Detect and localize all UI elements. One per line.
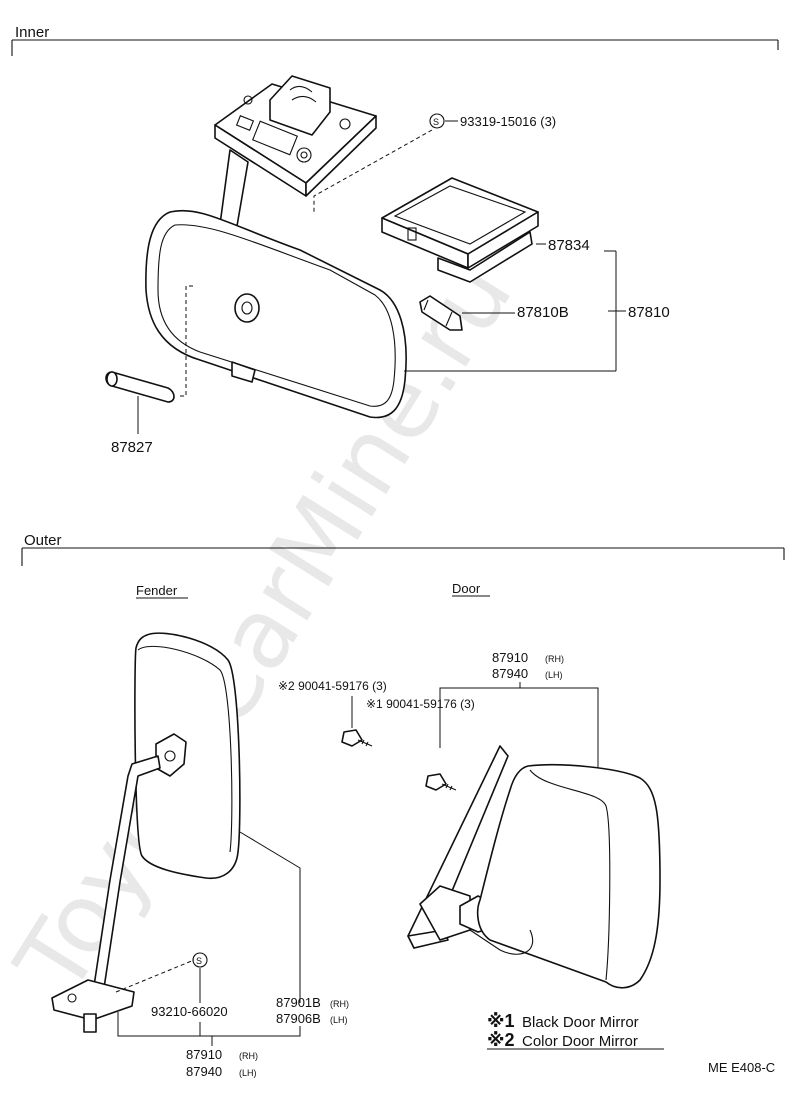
fender-mirror-rh-part-number: 87901B: [276, 995, 321, 1010]
door-heading: Door: [452, 581, 481, 596]
door-assy-lh-part-number: 87940: [492, 666, 528, 681]
door-screw-1-part-number: ※1 90041-59176 (3): [366, 697, 475, 711]
screw-callout-inner: S 93319-15016 (3): [313, 113, 556, 212]
inner-heading: Inner: [15, 24, 49, 41]
note-2-text: Color Door Mirror: [522, 1033, 638, 1050]
figure-code: ME E408-C: [708, 1060, 775, 1075]
svg-text:(RH): (RH): [545, 654, 564, 664]
door-assy-rh-part-number: 87910: [492, 650, 528, 665]
svg-text:(LH): (LH): [330, 1015, 348, 1025]
svg-text:(LH): (LH): [239, 1068, 257, 1078]
cover-piece: 87827: [105, 285, 196, 456]
fender-mirror: S 93210-66020 87901B (RH) 87906B (LH) 87…: [51, 632, 349, 1079]
fender-heading: Fender: [136, 583, 178, 598]
mirror-mount-bracket: [214, 75, 377, 197]
inner-section: Inner: [11, 24, 779, 456]
inner-rearview-mirror: [145, 209, 407, 419]
fender-assy-rh-part-number: 87910: [186, 1047, 222, 1062]
legend-notes: ※1 Black Door Mirror ※2 Color Door Mirro…: [487, 1011, 664, 1050]
bulb-part-number: 87810B: [517, 304, 569, 321]
svg-text:S: S: [196, 956, 202, 966]
svg-text:(LH): (LH): [545, 670, 563, 680]
lamp-cover: [381, 177, 539, 283]
screw-icon: [425, 773, 457, 791]
svg-text:(RH): (RH): [330, 999, 349, 1009]
s-mark-icon: [192, 952, 208, 968]
cover-part-number: 87827: [111, 439, 153, 456]
note-2-mark: ※2: [487, 1030, 515, 1050]
screw-icon: [341, 729, 373, 747]
svg-text:S: S: [433, 117, 439, 127]
screw-part-number: 93319-15016 (3): [460, 114, 556, 129]
fender-mirror-lh-part-number: 87906B: [276, 1011, 321, 1026]
door-mirror: 87910 (RH) 87940 (LH) ※2 90041-59176 (3)…: [278, 650, 661, 989]
svg-text:(RH): (RH): [239, 1051, 258, 1061]
note-1-text: Black Door Mirror: [522, 1014, 639, 1031]
fender-screw-part-number: 93210-66020: [151, 1004, 228, 1019]
note-1-mark: ※1: [487, 1011, 515, 1031]
lamp-cover-part-number: 87834: [548, 237, 590, 254]
bulb: [419, 295, 463, 331]
fender-assy-lh-part-number: 87940: [186, 1064, 222, 1079]
s-mark-icon: [429, 113, 445, 129]
mirror-assy-part-number: 87810: [628, 304, 670, 321]
outer-heading: Outer: [24, 532, 62, 549]
door-screw-2-part-number: ※2 90041-59176 (3): [278, 679, 387, 693]
outer-section: Outer Fender Door: [21, 532, 785, 599]
